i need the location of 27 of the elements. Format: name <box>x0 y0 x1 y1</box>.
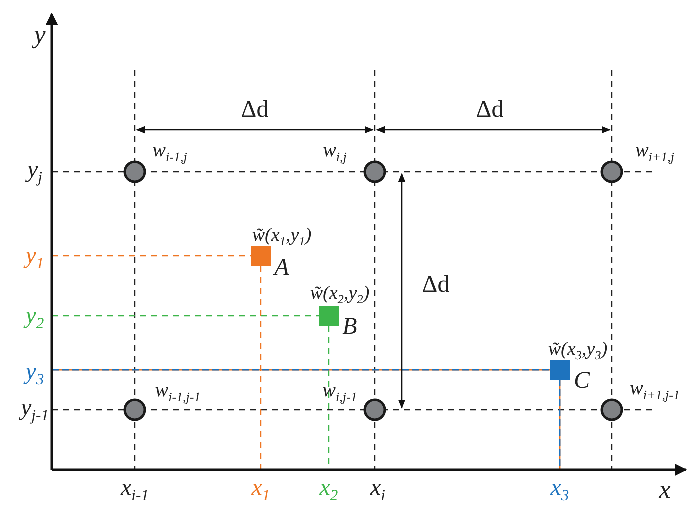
tick-label: y$_{j-1}$ <box>21 396 49 424</box>
tick-label: x$_{i}$ <box>370 476 386 504</box>
tick-label: x$_{1}$ <box>252 476 270 504</box>
tick-label: x$_{i-1}$ <box>121 476 149 504</box>
point-label: w̃(x$_{1}$,y$_{1}$) <box>252 226 312 248</box>
tick-label: y$_{j}$ <box>28 158 42 186</box>
axis-label: x <box>659 477 671 503</box>
tick-label: x$_{3}$ <box>550 476 570 504</box>
dimension-label: Δd <box>241 98 269 122</box>
dimension-label: Δd <box>476 98 504 122</box>
point-label: w$_{i-1,j}$ <box>152 140 188 164</box>
point-label: C <box>574 369 590 393</box>
tick-label: x$_{2}$ <box>320 476 338 504</box>
point-label: w$_{i-1,j-1}$ <box>155 380 201 404</box>
point-label: w$_{i+1,j-1}$ <box>630 378 680 402</box>
point-label: w̃(x$_{2}$,y$_{2}$) <box>310 284 370 306</box>
point-label: w$_{i+1,j}$ <box>635 140 675 164</box>
point-label: B <box>342 315 358 339</box>
point-label: w$_{i,j}$ <box>323 140 347 164</box>
dimension-label: Δd <box>422 273 450 297</box>
point-label: A <box>274 256 290 280</box>
point-label: w$_{i,j-1}$ <box>322 380 358 404</box>
tick-label: y$_{2}$ <box>26 304 44 332</box>
tick-label: y$_{3}$ <box>26 360 44 388</box>
tick-label: y$_{1}$ <box>26 244 44 272</box>
axis-label: y <box>34 22 46 48</box>
point-label: w̃(x$_{3}$,y$_{3}$) <box>548 340 608 362</box>
